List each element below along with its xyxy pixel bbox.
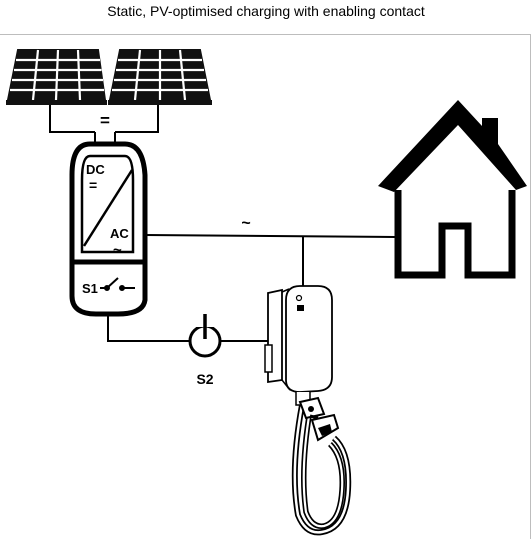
switch-s1-label: S1	[82, 281, 98, 296]
inverter: DC = AC ~ S1	[69, 141, 148, 317]
ac-wiring	[144, 234, 396, 298]
ac-symbol: ~	[113, 242, 122, 259]
switch-s1	[100, 277, 135, 291]
solar-panel-icon	[108, 49, 212, 105]
charging-cable-icon	[291, 396, 352, 536]
dc-label: DC	[86, 162, 105, 177]
ac-label: AC	[110, 226, 129, 241]
house-icon	[378, 100, 527, 279]
diagram-frame	[0, 34, 531, 539]
panel-link-symbol: =	[100, 111, 110, 130]
wallbox-icon	[264, 285, 333, 406]
dc-symbol: =	[89, 177, 97, 193]
diagram-title: Static, PV-optimised charging with enabl…	[107, 3, 425, 19]
switch-s2-label: S2	[196, 371, 213, 387]
ac-line-symbol: ~	[241, 215, 250, 232]
enable-contact-wiring	[107, 314, 268, 342]
power-button-icon	[188, 314, 222, 358]
solar-panel-icon	[6, 49, 107, 105]
